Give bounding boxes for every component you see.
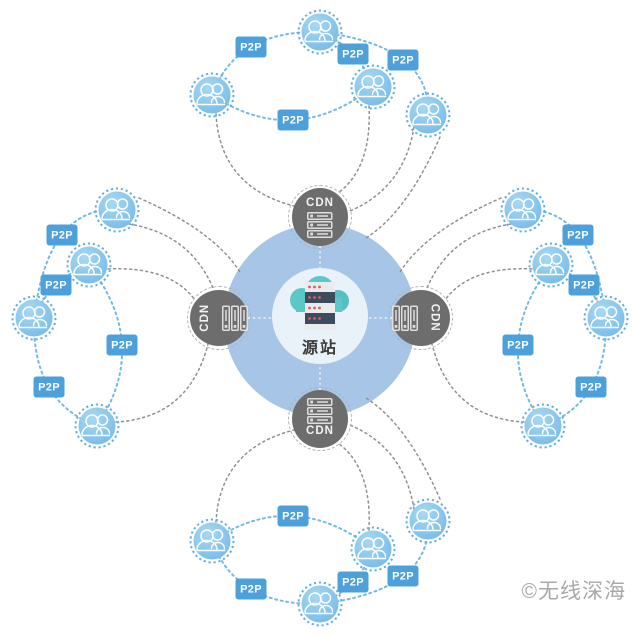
cdn-node-top: CDN	[288, 185, 352, 249]
p2p-badge: P2P	[502, 334, 534, 356]
user-node-right-1	[500, 187, 546, 233]
origin-label: 源站	[301, 340, 339, 357]
user-node-left-4	[74, 403, 120, 449]
p2p-badge: P2P	[337, 43, 369, 65]
cdn-circle: CDN	[292, 188, 348, 246]
user-node-right-4	[520, 403, 566, 449]
cdn-node-left: CDN	[187, 286, 251, 350]
cdn-server-icon	[392, 305, 419, 331]
cdn-label: CDN	[306, 197, 334, 210]
origin-node	[282, 274, 358, 338]
user-node-left-1	[94, 187, 140, 233]
user-node-bottom-1	[189, 518, 235, 564]
user-node-right-2	[528, 242, 574, 288]
p2p-badge: P2P	[106, 334, 138, 356]
cdn-label: CDN	[199, 304, 212, 332]
cdn-node-bottom: CDN	[288, 387, 352, 451]
user-node-bottom-2	[297, 581, 343, 627]
p2p-badge: P2P	[277, 505, 309, 527]
user-node-bottom-4	[405, 498, 451, 544]
cdn-node-right: CDN	[389, 286, 453, 350]
user-node-top-2	[297, 9, 343, 55]
cdn-label: CDN	[306, 425, 334, 438]
cdn-circle: CDN	[292, 390, 348, 448]
p2p-badge: P2P	[40, 274, 72, 296]
cdn-circle: CDN	[392, 290, 450, 346]
cloud-server-icon	[290, 276, 349, 330]
cdn-circle: CDN	[190, 290, 248, 346]
user-node-top-4	[405, 92, 451, 138]
cdn-server-icon	[307, 211, 333, 238]
user-node-right-3	[583, 295, 629, 341]
p2p-badge: P2P	[568, 274, 600, 296]
user-node-top-3	[350, 64, 396, 110]
user-node-left-2	[66, 242, 112, 288]
cdn-label: CDN	[428, 304, 441, 332]
p2p-badge: P2P	[277, 109, 309, 131]
p2p-badge: P2P	[575, 376, 607, 398]
cdn-user-links	[215, 105, 441, 239]
p2p-badge: P2P	[387, 49, 419, 71]
p2p-badge: P2P	[235, 36, 267, 58]
p2p-badge: P2P	[235, 578, 267, 600]
user-node-left-3	[11, 295, 57, 341]
cdn-server-icon	[307, 398, 333, 425]
watermark: ©无线深海	[521, 580, 626, 603]
p2p-badge: P2P	[337, 571, 369, 593]
cdn-server-icon	[221, 305, 248, 331]
p2p-badge: P2P	[33, 376, 65, 398]
p2p-badge: P2P	[46, 224, 78, 246]
p2p-badge: P2P	[562, 224, 594, 246]
p2p-badge: P2P	[387, 565, 419, 587]
user-node-top-1	[189, 72, 235, 118]
